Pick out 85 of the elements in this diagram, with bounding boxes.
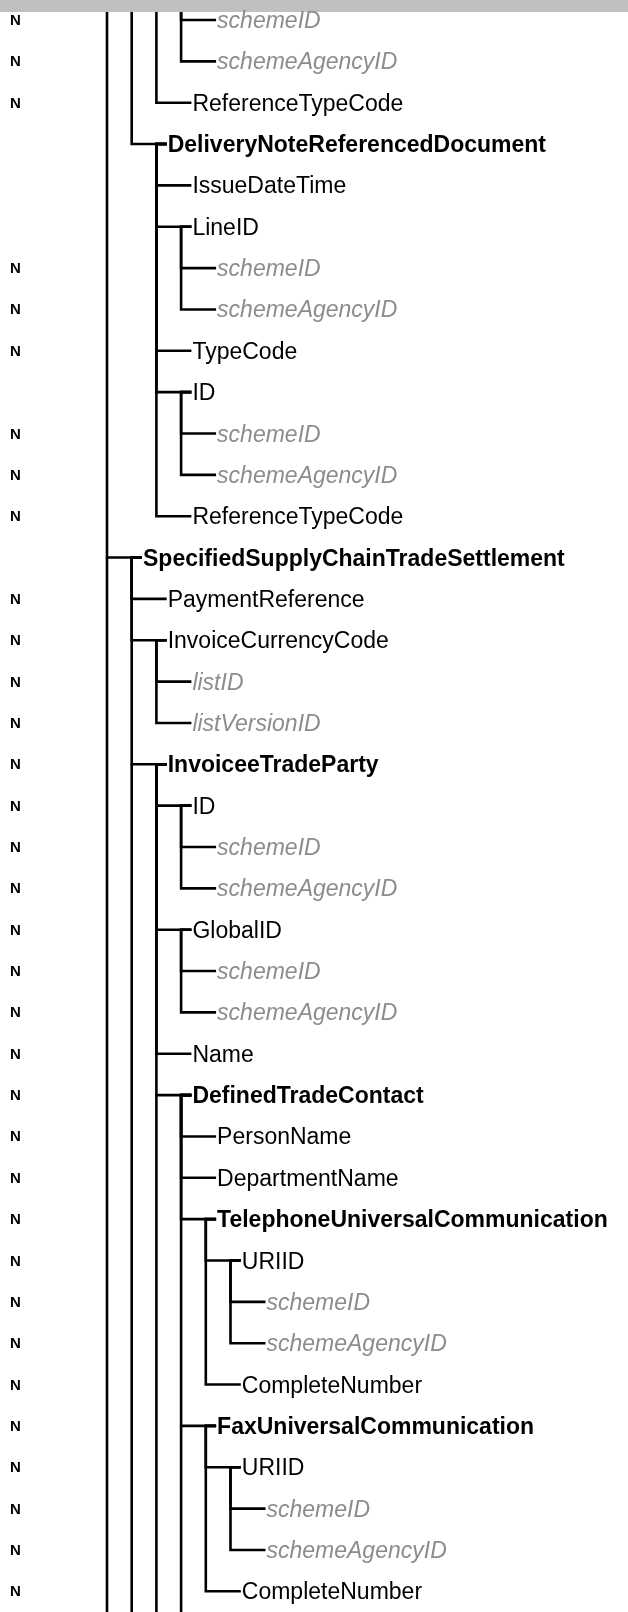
attribute-label: schemeID [217, 6, 321, 34]
flag-letter: N [10, 1415, 21, 1436]
attribute-label: listID [192, 667, 244, 696]
tree-connector [229, 1259, 266, 1345]
tree-connector [204, 1424, 241, 1593]
flag-letter: N [10, 961, 21, 982]
attribute-label: listVersionID [192, 708, 321, 737]
tree-connector [155, 638, 192, 725]
flag-letter: N [10, 1291, 21, 1312]
flag-letter: N [10, 1333, 21, 1354]
flag-letter: N [10, 1126, 21, 1147]
flag-letter: N [10, 878, 21, 899]
flag-letter: N [10, 1043, 21, 1064]
flag-letter: N [10, 754, 21, 775]
attribute-label: schemeAgencyID [217, 874, 398, 903]
element-label: ReferenceTypeCode [192, 502, 404, 531]
attribute-label: schemeAgencyID [217, 998, 398, 1027]
flag-letter: N [10, 1250, 21, 1271]
flag-letter: N [10, 671, 21, 692]
element-group-label: DefinedTradeContact [192, 1081, 424, 1110]
element-group-label: FaxUniversalCommunication [217, 1411, 535, 1440]
attribute-label: schemeAgencyID [217, 47, 398, 76]
element-group-label: SpecifiedSupplyChainTradeSettlement [143, 543, 565, 572]
element-label: CompleteNumber [241, 1370, 423, 1399]
element-label: LineID [192, 212, 259, 241]
flag-letter: N [10, 1498, 21, 1519]
flag-letter: N [10, 10, 21, 30]
flag-letter: N [10, 1539, 21, 1560]
element-label: CompleteNumber [241, 1577, 423, 1606]
flag-letter: N [10, 1457, 21, 1478]
flag-letter: N [10, 464, 21, 485]
attribute-label: schemeID [266, 1494, 371, 1523]
tree-connector [155, 12, 192, 104]
flag-letter: N [10, 630, 21, 651]
tree-connector [204, 1217, 241, 1386]
element-group-label: InvoiceeTradeParty [167, 750, 379, 779]
tree-connector [179, 804, 217, 890]
tree-connector [179, 12, 217, 63]
flag-letter: N [10, 1167, 21, 1188]
flag-letter: N [10, 795, 21, 816]
flag-letter: N [10, 1085, 21, 1106]
flag-letter: N [10, 837, 21, 857]
element-label: PaymentReference [167, 584, 365, 613]
element-label: Name [192, 1039, 254, 1068]
attribute-label: schemeID [217, 254, 321, 283]
element-group-label: DeliveryNoteReferencedDocument [167, 130, 547, 159]
element-label: DepartmentName [217, 1163, 399, 1192]
attribute-label: schemeID [217, 957, 321, 986]
element-label: ID [192, 378, 216, 407]
attribute-label: schemeAgencyID [217, 460, 398, 489]
element-label: URIID [241, 1453, 305, 1482]
flag-letter: N [10, 712, 21, 733]
element-group-label: TelephoneUniversalCommunication [217, 1205, 608, 1234]
flag-letter: N [10, 258, 21, 279]
element-label: PersonName [217, 1122, 352, 1151]
attribute-label: schemeID [266, 1287, 371, 1316]
attribute-label: schemeAgencyID [266, 1535, 447, 1564]
flag-letter: N [10, 51, 21, 72]
flag-letter: N [10, 423, 21, 444]
attribute-label: schemeAgencyID [217, 295, 398, 324]
element-label: ID [192, 791, 216, 820]
attribute-label: schemeID [217, 833, 321, 861]
element-label: InvoiceCurrencyCode [167, 626, 389, 655]
flag-letter: N [10, 1374, 21, 1395]
flag-letter: N [10, 340, 21, 361]
element-label: ReferenceTypeCode [192, 88, 404, 117]
flag-letter: N [10, 299, 21, 320]
element-label: TypeCode [192, 336, 298, 365]
tree-connector [179, 928, 217, 1014]
flag-letter: N [10, 1002, 21, 1023]
attribute-label: schemeID [217, 419, 321, 448]
attribute-label: schemeAgencyID [266, 1329, 447, 1358]
tree-connector [229, 1465, 266, 1552]
flag-letter: N [10, 588, 21, 609]
element-label: IssueDateTime [192, 171, 347, 200]
flag-letter: N [10, 92, 21, 113]
element-label: URIID [241, 1246, 305, 1275]
flag-letter: N [10, 1209, 21, 1230]
tree-connector [155, 142, 192, 518]
element-label: GlobalID [192, 915, 282, 944]
flag-letter: N [10, 1581, 21, 1602]
tree-connector [179, 390, 217, 477]
tree-connector [179, 225, 217, 311]
flag-letter: N [10, 506, 21, 527]
flag-letter: N [10, 919, 21, 940]
